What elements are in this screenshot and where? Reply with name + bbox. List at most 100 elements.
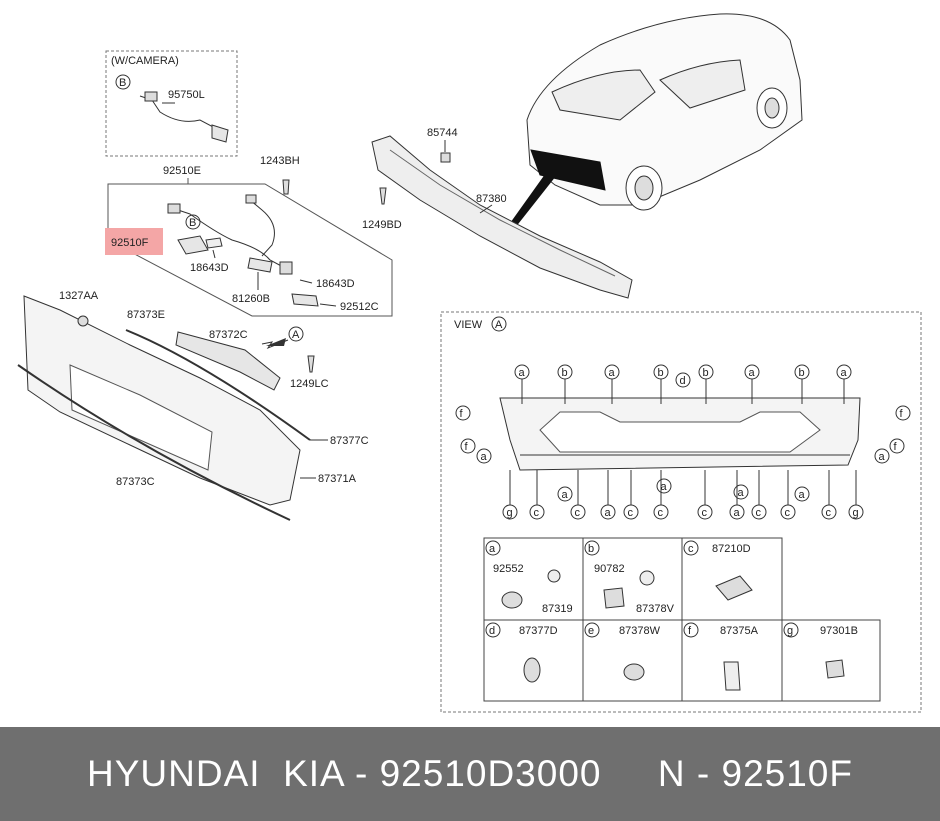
callout-bottom-10-circle	[821, 504, 837, 520]
callout-mid-2: a	[738, 487, 745, 499]
highlight-92510F	[105, 228, 163, 255]
callout-top-3: b	[658, 367, 664, 379]
callout-top-5-circle	[744, 364, 760, 380]
callout-right-0: f	[900, 408, 904, 420]
callout-mid-4: d	[680, 375, 686, 387]
callout-top-7-circle	[836, 364, 852, 380]
harness-marker: B	[189, 217, 196, 229]
callout-bottom-2: c	[575, 507, 581, 519]
footer-text: HYUNDAI KIA - 92510D3000 N - 92510F	[87, 753, 853, 794]
legend-key-f: f	[688, 625, 692, 637]
part-87372C: 87372C	[209, 329, 248, 341]
legend-f-part-0: 87375A	[720, 625, 759, 637]
part-1243BH: 1243BH	[260, 155, 300, 167]
part-87377C: 87377C	[330, 435, 369, 447]
callout-bottom-11: g	[853, 507, 859, 519]
callout-top-4: b	[703, 367, 709, 379]
callout-mid-1-circle	[656, 478, 672, 494]
legend-table: a 92552 87319 b 90782 87378V c 87210D d …	[483, 537, 881, 702]
callout-bottom-5-circle	[653, 504, 669, 520]
vehicle-illustration	[508, 13, 803, 228]
callout-top-1: b	[562, 367, 568, 379]
part-1249BD: 1249BD	[362, 219, 402, 231]
callout-top-6-circle	[794, 364, 810, 380]
callout-bottom-3: a	[605, 507, 612, 519]
callout-left-1-circle	[460, 438, 476, 454]
view-title: VIEW	[454, 319, 483, 331]
callout-right-1: f	[894, 441, 898, 453]
callout-bottom-8-circle	[751, 504, 767, 520]
callout-bottom-9: c	[785, 507, 791, 519]
part-85744: 85744	[427, 127, 458, 139]
callout-bottom-5: c	[658, 507, 664, 519]
callout-mid-2-circle	[733, 484, 749, 500]
callout-bottom-9-circle	[780, 504, 796, 520]
legend-g-part-0: 97301B	[820, 625, 858, 637]
callout-top-5: a	[749, 367, 756, 379]
legend-d-part-0: 87377D	[519, 625, 558, 637]
legend-key-a: a	[489, 543, 496, 555]
callout-right-1-circle	[889, 438, 905, 454]
legend-b-part-1: 87378V	[636, 603, 675, 615]
callout-mid-1: a	[661, 481, 668, 493]
callout-bottom-7: a	[734, 507, 741, 519]
callout-top-0: a	[519, 367, 526, 379]
callout-top-0-circle	[514, 364, 530, 380]
part-87373E: 87373E	[127, 309, 165, 321]
part-92510E: 92510E	[163, 165, 201, 177]
callout-mid-3: a	[799, 489, 806, 501]
parts-diagram: (W/CAMERA) B 95750L 92510E 92510F B 1864…	[17, 13, 922, 713]
legend-a-part-0: 92552	[493, 563, 524, 575]
callout-bottom-6-circle	[697, 504, 713, 520]
callout-mid-3-circle	[794, 486, 810, 502]
part-18643D-b: 18643D	[316, 278, 355, 290]
view-marker: A	[495, 319, 503, 331]
callout-right-2: a	[879, 451, 886, 463]
camera-marker: B	[119, 77, 126, 89]
part-18643D-a: 18643D	[190, 262, 229, 274]
callout-top-3-circle	[653, 364, 669, 380]
harness-box: 92510E 92510F B 18643D 81260B 18643D 925…	[105, 155, 393, 317]
callout-bottom-8: c	[756, 507, 762, 519]
callout-top-7: a	[841, 367, 848, 379]
callout-mid-0: a	[562, 489, 569, 501]
part-92512C: 92512C	[340, 301, 379, 313]
part-87371A: 87371A	[318, 473, 357, 485]
part-92510F: 92510F	[111, 237, 149, 249]
callout-bottom-7-circle	[729, 504, 745, 520]
legend-key-g: g	[787, 625, 793, 637]
legend-key-b: b	[588, 543, 594, 555]
callout-bottom-4-circle	[623, 504, 639, 520]
callout-top-6: b	[799, 367, 805, 379]
legend-key-e: e	[588, 625, 594, 637]
callout-top-1-circle	[557, 364, 573, 380]
callout-bottom-10: c	[826, 507, 832, 519]
callout-bottom-11-circle	[848, 504, 864, 520]
tailgate-garnish: 1327AA 87373E 87372C A 1249LC 87377C 873…	[17, 290, 369, 521]
callout-right-2-circle	[874, 448, 890, 464]
callout-bottom-4: c	[628, 507, 634, 519]
callout-top-2: a	[609, 367, 616, 379]
callout-top-4-circle	[698, 364, 714, 380]
callout-bottom-3-circle	[600, 504, 616, 520]
rear-bracket-87380: 85744 87380 1249BD	[362, 127, 633, 299]
arrow-marker: A	[292, 329, 300, 341]
callout-mid-4-circle	[675, 372, 691, 388]
callout-mid-0-circle	[557, 486, 573, 502]
legend-key-d: d	[489, 625, 495, 637]
legend-c-part-0: 87210D	[712, 543, 751, 555]
callout-bottom-0: g	[507, 507, 513, 519]
legend-a-part-1: 87319	[542, 603, 573, 615]
callout-bottom-0-circle	[502, 504, 518, 520]
callout-left-0: f	[460, 408, 464, 420]
part-87380: 87380	[476, 193, 507, 205]
callout-bottom-1-circle	[529, 504, 545, 520]
callout-bottom-1: c	[534, 507, 540, 519]
callout-bottom-2-circle	[570, 504, 586, 520]
callout-left-2-circle	[476, 448, 492, 464]
part-81260B: 81260B	[232, 293, 270, 305]
